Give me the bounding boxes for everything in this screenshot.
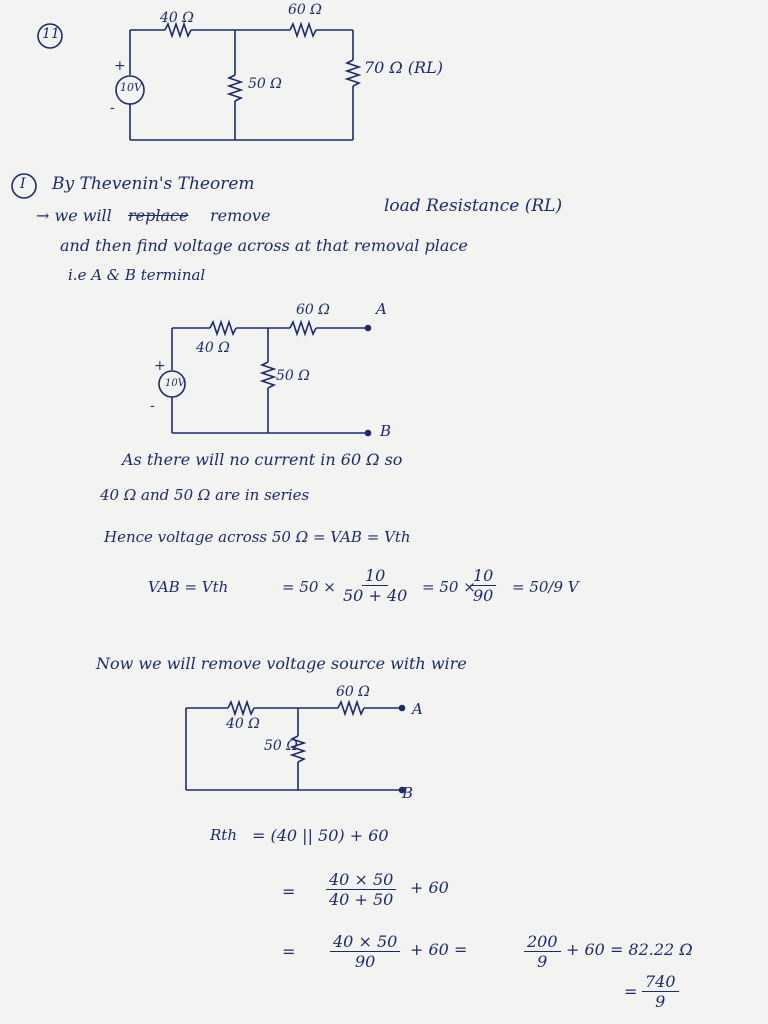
rth-eq2-sign: = [282, 882, 296, 901]
step-line-1c: load Resistance (RL) [384, 196, 563, 216]
rth-frac2-num: 40 × 50 [330, 932, 401, 952]
step-line-2: and then find voltage across at that rem… [60, 236, 468, 255]
rth-frac1-num: 40 × 50 [326, 870, 397, 890]
heading-title: By Thevenin's Theorem [52, 174, 255, 194]
hence-line: Hence voltage across 50 Ω = VAB = Vth [104, 528, 411, 546]
step-line-3: i.e A & B terminal [68, 266, 206, 284]
vab-frac1-den: 50 + 40 [343, 586, 408, 605]
vab-frac2-den: 90 [473, 586, 494, 605]
c1-rl-label: 70 Ω (RL) [364, 58, 443, 77]
vab-eq3: = 50/9 V [512, 578, 579, 596]
c3-r1-label: 40 Ω [226, 716, 260, 732]
step-line-1-struck: replace [128, 206, 189, 225]
now-line: Now we will remove voltage source with w… [96, 654, 467, 673]
c2-terminal-a: A [376, 300, 387, 318]
note-line-1: As there will no current in 60 Ω so [122, 450, 403, 469]
vab-frac2-num: 10 [470, 566, 497, 586]
vab-lhs: VAB = Vth [148, 578, 229, 596]
rth-lhs: Rth [210, 826, 237, 844]
vab-fraction-1: 10 50 + 40 [340, 566, 410, 605]
c3-terminal-a: A [412, 700, 423, 718]
rth-plus-2: + 60 = [410, 940, 468, 959]
step-line-1b: remove [210, 206, 271, 225]
c2-minus: - [150, 398, 155, 414]
c1-plus: + [114, 58, 126, 74]
vab-frac1-num: 10 [361, 566, 389, 586]
circuit-diagram-2 [158, 319, 372, 437]
rth-fraction-3: 200 9 [524, 932, 561, 971]
problem-number: 11 [42, 26, 60, 42]
c3-r2-label: 60 Ω [336, 684, 370, 700]
rth-frac3-num: 200 [524, 932, 561, 952]
c1-minus: - [110, 100, 115, 116]
rth-plus-1: + 60 [410, 878, 449, 897]
vab-eq1: = 50 × [282, 578, 336, 596]
rth-frac4-den: 9 [655, 992, 666, 1011]
c2-r2-label: 60 Ω [296, 302, 330, 318]
rth-frac3-den: 9 [537, 952, 548, 971]
vab-eq2: = 50 × [422, 578, 476, 596]
c3-r3-label: 50 Ω [264, 738, 298, 754]
rth-eq3-sign: = [282, 942, 296, 961]
c2-r3-label: 50 Ω [276, 368, 310, 384]
circuit-diagram-3 [185, 699, 406, 794]
step-line-1a: → we will [36, 206, 112, 225]
rth-fraction-1: 40 × 50 40 + 50 [326, 870, 397, 909]
c2-source-label: 10V [165, 378, 185, 389]
heading-number-circle [11, 173, 37, 199]
rth-frac4-num: 740 [642, 972, 679, 992]
vab-fraction-2: 10 90 [470, 566, 497, 605]
c3-terminal-b: B [402, 784, 414, 802]
rth-frac4-prefix: = [624, 982, 638, 1001]
c2-plus: + [154, 358, 166, 374]
c2-terminal-b: B [380, 422, 392, 440]
rth-eq1: = (40 || 50) + 60 [252, 826, 389, 845]
circuit-diagram-1 [115, 21, 362, 141]
rth-frac1-den: 40 + 50 [329, 890, 394, 909]
problem-number-circle [37, 23, 63, 49]
c1-source-label: 10V [120, 81, 142, 94]
c1-r1-label: 40 Ω [160, 10, 194, 26]
rth-fraction-4: 740 9 [642, 972, 679, 1011]
heading-number: I [20, 176, 26, 192]
rth-plus-3: + 60 = 82.22 Ω [566, 940, 693, 959]
rth-frac2-den: 90 [354, 952, 376, 971]
c2-r1-label: 40 Ω [196, 340, 230, 356]
note-line-2: 40 Ω and 50 Ω are in series [100, 486, 310, 504]
c1-r3-label: 50 Ω [248, 76, 282, 92]
rth-fraction-2: 40 × 50 90 [330, 932, 401, 971]
c1-r2-label: 60 Ω [288, 2, 322, 18]
